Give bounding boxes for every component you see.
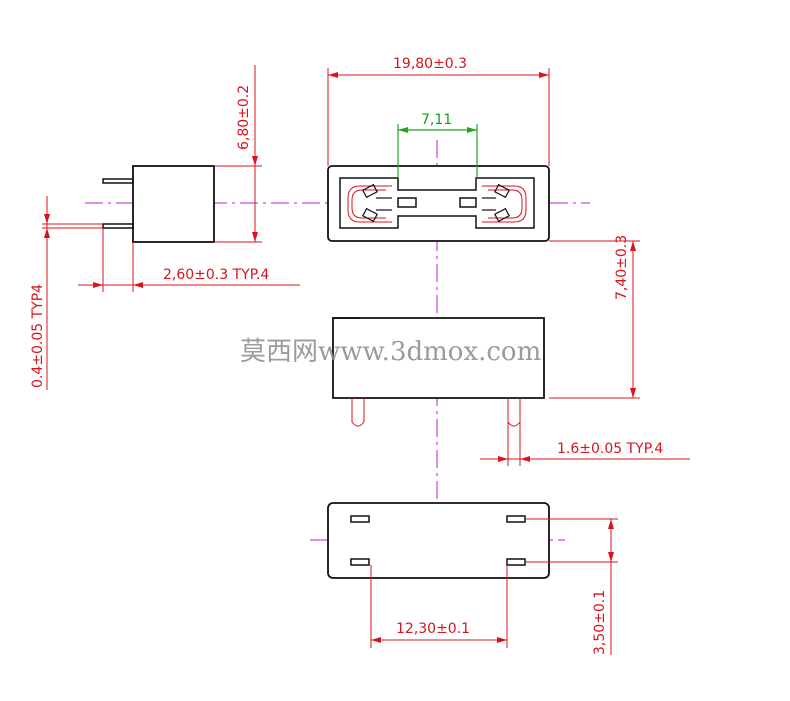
pad-row-spacing-label: 3,50±0.1 [592, 590, 608, 655]
side-view-lead-top [102, 178, 134, 184]
lead-thickness-label: 0.4±0.05 TYP4 [30, 284, 46, 388]
front-view-lead-left [351, 398, 365, 427]
watermark-text: 莫西网www.3dmox.com [240, 337, 541, 367]
top-view-tab-left [397, 197, 417, 208]
bottom-view-body [327, 502, 550, 579]
fuse-clip-left [347, 183, 392, 223]
lead-length-label: 2,60±0.3 TYP.4 [163, 267, 269, 283]
side-view-body [132, 165, 215, 243]
side-view: 6,80±0.2 2,60±0.3 TYP.4 0.4±0.05 TYP4 [30, 65, 300, 390]
pin-spacing-label: 7,11 [421, 112, 452, 128]
bottom-pad-1 [350, 515, 370, 523]
bottom-pad-3 [350, 558, 370, 566]
overall-length-label: 19,80±0.3 [393, 56, 467, 72]
pad-spacing-label: 12,30±0.1 [396, 621, 470, 637]
fuse-clip-right [482, 183, 527, 223]
front-view-body [332, 317, 545, 399]
side-view-lead-bottom [102, 223, 134, 229]
front-view: 7,40±0.3 1.6±0.05 TYP.4 [332, 235, 690, 466]
top-view-tab-right [459, 197, 477, 208]
body-height-label: 7,40±0.3 [614, 235, 630, 300]
bottom-view: 12,30±0.1 3,50±0.1 [327, 502, 618, 655]
lead-width-label: 1.6±0.05 TYP.4 [557, 441, 663, 457]
front-view-lead-right [507, 398, 521, 427]
top-view: 19,80±0.3 7,11 [327, 56, 550, 242]
side-height-label: 6,80±0.2 [236, 85, 252, 150]
top-view-slot [339, 177, 535, 229]
